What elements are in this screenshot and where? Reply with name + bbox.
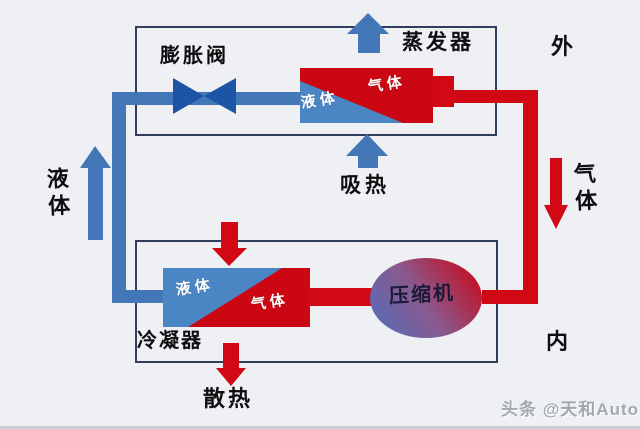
condenser-inlet-arrow-icon [212,222,247,266]
outdoor-unit-box [135,26,497,136]
evaporator-gas-region [300,68,433,123]
image-bottom-edge [0,426,640,429]
expansion-valve-label: 膨胀阀 [160,45,229,67]
evaporator-heat-up-arrow-icon [347,13,389,53]
gas-pipe-vertical [523,90,538,304]
gas-pipe-condenser-inlet [310,288,374,306]
compressor-label: 压缩机 [388,282,456,308]
gas-riser-arrow-icon [544,158,568,229]
expansion-valve-left-triangle [173,78,204,114]
evaporator-exchanger [300,68,433,123]
indoor-region-label: 内 [546,329,571,354]
release-heat-arrow-icon [216,343,246,386]
liquid-pipe-vertical [112,92,126,303]
condenser-exchanger [163,268,310,327]
gas-riser-label: 气体 [570,161,599,217]
outdoor-region-label: 外 [551,34,576,59]
expansion-valve-icon [173,78,236,114]
liquid-pipe-bottom-horizontal [112,290,165,303]
condenser-label: 冷凝器 [137,330,203,352]
liquid-pipe-top-horizontal [112,92,302,105]
expansion-valve-right-triangle [204,78,236,114]
compressor-ellipse [370,258,482,338]
watermark-text: 头条 @天和Auto [501,400,640,419]
liquid-riser-label: 液体 [43,166,72,222]
gas-pipe-top-horizontal [433,90,538,103]
condenser-liquid-region [163,268,282,327]
gas-pipe-compressor-right [482,290,538,304]
liquid-riser-arrow-icon [80,146,111,240]
absorb-heat-label: 吸热 [340,174,390,197]
release-heat-label: 散热 [203,386,254,411]
absorb-heat-arrow-icon [346,134,388,168]
evaporator-label: 蒸发器 [402,31,474,54]
